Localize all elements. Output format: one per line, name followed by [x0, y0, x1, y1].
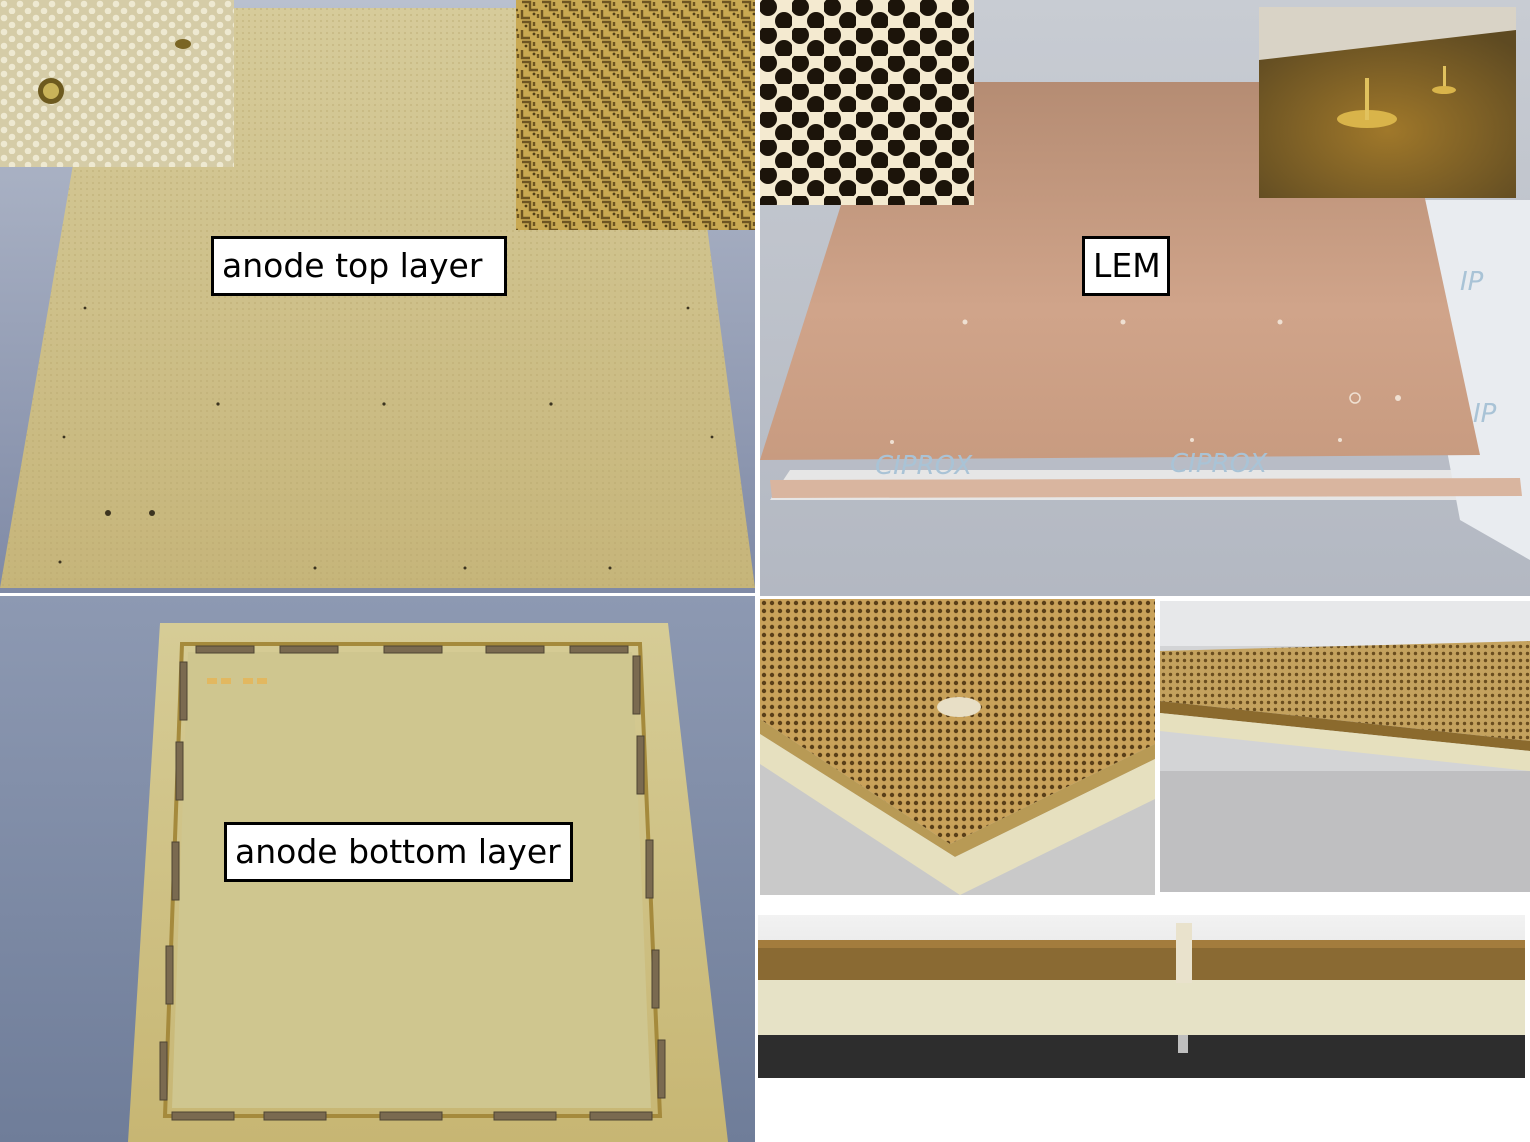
edge-closeup-photo-2 — [1160, 601, 1530, 892]
holes-closeup-inset — [0, 0, 234, 167]
lem-label: LEM — [1082, 236, 1170, 296]
anode-bottom-layer-label: anode bottom layer — [224, 822, 573, 882]
anode-bottom-photo: anode bottom layer — [0, 596, 755, 1142]
lem-photo: CIPROX CIPROX IP IP LEM — [760, 0, 1530, 596]
ip-watermark-1: IP — [1460, 267, 1484, 297]
maze-pattern-inset — [516, 0, 755, 230]
edge-closeup-photo-1 — [760, 599, 1155, 895]
edge-closeup-photo-3 — [758, 915, 1525, 1078]
ciprox-watermark-2: CIPROX — [1170, 449, 1268, 479]
ip-watermark-2: IP — [1473, 399, 1497, 429]
anode-top-layer-label: anode top layer — [211, 236, 507, 296]
lem-holes-closeup-inset — [760, 0, 974, 205]
ciprox-watermark-1: CIPROX — [875, 451, 973, 481]
anode-top-photo: anode top layer — [0, 0, 755, 593]
lem-pins-inset — [1259, 7, 1516, 198]
